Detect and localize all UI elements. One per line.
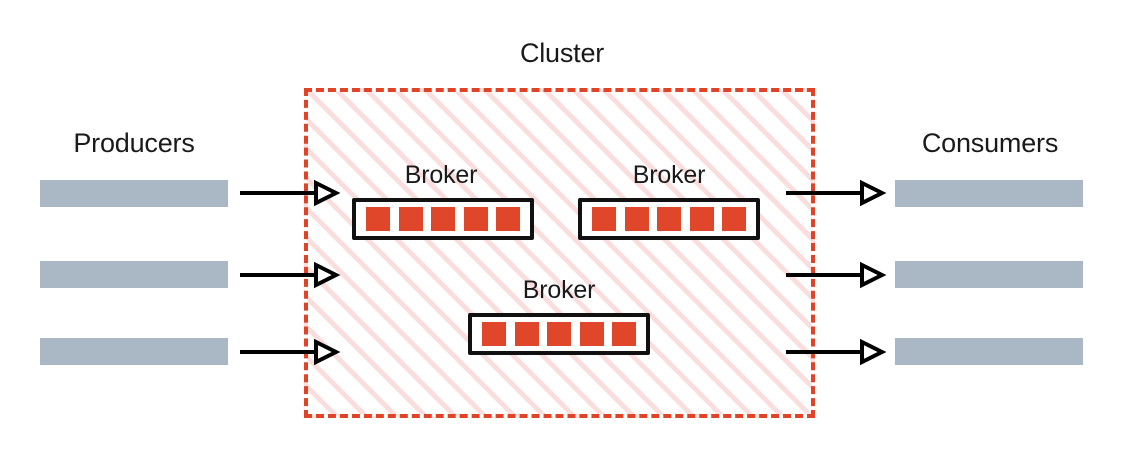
broker-2-label: Broker <box>632 161 706 189</box>
arrow-cluster-to-consumer-2 <box>786 261 887 289</box>
broker-1-label: Broker <box>404 161 478 189</box>
broker-1-partition-1 <box>366 207 390 231</box>
broker-1-partition-2 <box>398 207 423 231</box>
broker-1-partition-4 <box>463 207 488 231</box>
consumer-bar-3[interactable] <box>895 338 1083 365</box>
broker-2-partition-2 <box>624 207 649 231</box>
broker-2-box[interactable] <box>578 198 760 240</box>
arrow-cluster-to-consumer-1 <box>786 179 887 207</box>
consumer-bar-2[interactable] <box>895 261 1083 288</box>
producer-bar-2[interactable] <box>40 261 228 288</box>
broker-3-label: Broker <box>522 276 596 304</box>
broker-3-partition-1 <box>482 322 506 346</box>
arrow-cluster-to-consumer-3 <box>786 338 887 366</box>
consumers-label: Consumers <box>921 128 1059 158</box>
broker-3-partition-5 <box>612 322 636 346</box>
broker-2-partition-5 <box>722 207 746 231</box>
arrow-producer-1-to-cluster <box>240 179 341 207</box>
producer-bar-3[interactable] <box>40 338 228 365</box>
cluster-title: Cluster <box>519 38 605 68</box>
broker-3-partition-2 <box>514 322 539 346</box>
broker-3-box[interactable] <box>468 313 650 355</box>
arrow-producer-2-to-cluster <box>240 261 341 289</box>
broker-2-partition-4 <box>689 207 714 231</box>
producer-bar-1[interactable] <box>40 180 228 207</box>
broker-1-partition-3 <box>431 207 455 231</box>
broker-3-partition-3 <box>547 322 571 346</box>
broker-2-partition-3 <box>657 207 681 231</box>
broker-3-partition-4 <box>579 322 604 346</box>
producers-label: Producers <box>73 128 195 158</box>
broker-2-partition-1 <box>592 207 616 231</box>
arrow-producer-3-to-cluster <box>240 338 341 366</box>
broker-1-partition-5 <box>496 207 520 231</box>
consumer-bar-1[interactable] <box>895 180 1083 207</box>
broker-1-box[interactable] <box>352 198 534 240</box>
cluster-boundary <box>304 88 815 418</box>
